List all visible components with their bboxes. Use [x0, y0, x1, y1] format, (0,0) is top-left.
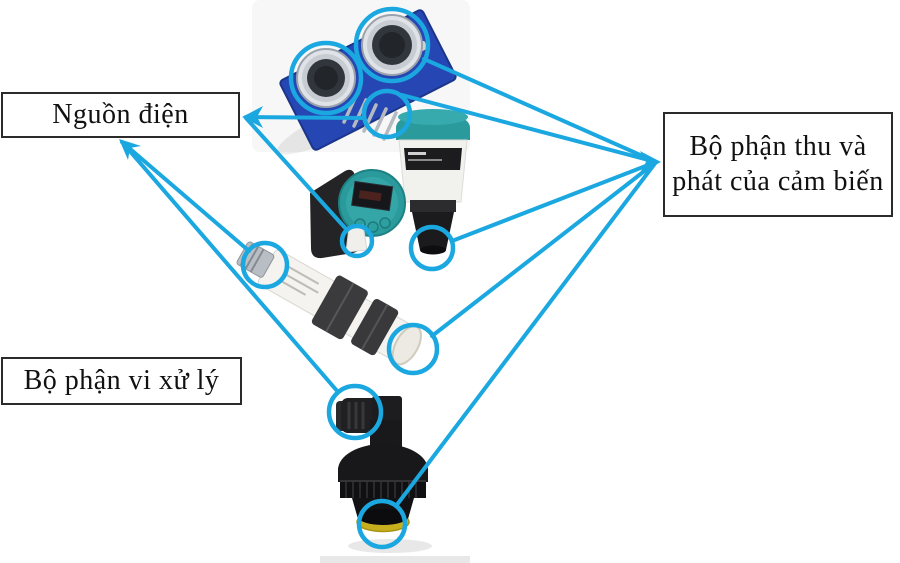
label-microprocessor: Bộ phận vi xử lý	[1, 357, 242, 405]
line-yellowface-to-transceiver	[394, 160, 658, 508]
line-pins-to-power	[244, 115, 366, 120]
callout-circle-connector	[240, 240, 290, 290]
callout-circle-yellow-face	[356, 498, 408, 550]
arrowhead-transceiver	[640, 151, 661, 173]
label-power-text: Nguồn điện	[52, 98, 189, 130]
receiver-transducer	[296, 48, 356, 108]
button	[379, 217, 391, 229]
level-sensor-display-unit	[310, 169, 406, 259]
nut-ridge	[325, 282, 355, 333]
button	[367, 221, 379, 233]
arrowhead-power-bottom	[119, 139, 141, 160]
photo-edge	[320, 556, 470, 563]
transmitter-transducer	[361, 14, 423, 76]
label-text-line	[408, 159, 442, 161]
level-sensor-standing	[396, 109, 470, 255]
level-sensor-pair	[310, 109, 470, 259]
threaded-sensor	[320, 396, 470, 563]
line-horn-to-power	[244, 116, 349, 232]
line-transmitter-to-transceiver	[422, 57, 658, 164]
sensor-neck	[410, 200, 456, 212]
callout-circle-elbow	[326, 383, 384, 441]
label-power-source: Nguồn điện	[1, 92, 240, 138]
callout-circle-cone	[408, 224, 456, 272]
callout-lines	[120, 57, 658, 508]
callout-circle-pins	[361, 88, 413, 140]
nut-ridge	[360, 303, 389, 351]
line-receiver-to-transceiver	[400, 93, 658, 164]
line-connector-to-power	[120, 140, 251, 253]
label-transceiver-line2: phát của cảm biến	[672, 165, 884, 197]
arrowhead-power-right	[242, 106, 263, 128]
cone-face	[420, 245, 446, 255]
line-whiteface-to-transceiver	[430, 160, 658, 338]
line-elbow-to-power	[120, 140, 340, 394]
gland-ribs	[347, 402, 365, 429]
label-text-line	[408, 152, 426, 155]
callout-circle-white-face	[386, 322, 440, 376]
black-sensing-face	[358, 509, 408, 525]
dome-base	[338, 468, 428, 482]
label-transceiver: Bộ phận thu và phát của cảm biến	[663, 112, 893, 217]
callout-circle-receiver	[288, 40, 364, 116]
label-processor-text: Bộ phận vi xử lý	[23, 364, 220, 396]
cap-top	[398, 109, 468, 125]
transducer-cone	[412, 212, 454, 250]
callout-circle-horn	[339, 223, 375, 259]
callout-circles	[240, 6, 456, 550]
callout-circle-transmitter	[353, 6, 431, 84]
line-cone-to-transceiver	[450, 160, 658, 243]
label-transceiver-line1: Bộ phận thu và	[689, 131, 867, 163]
lcd-screen	[351, 180, 394, 212]
body-print-lines	[278, 265, 320, 296]
